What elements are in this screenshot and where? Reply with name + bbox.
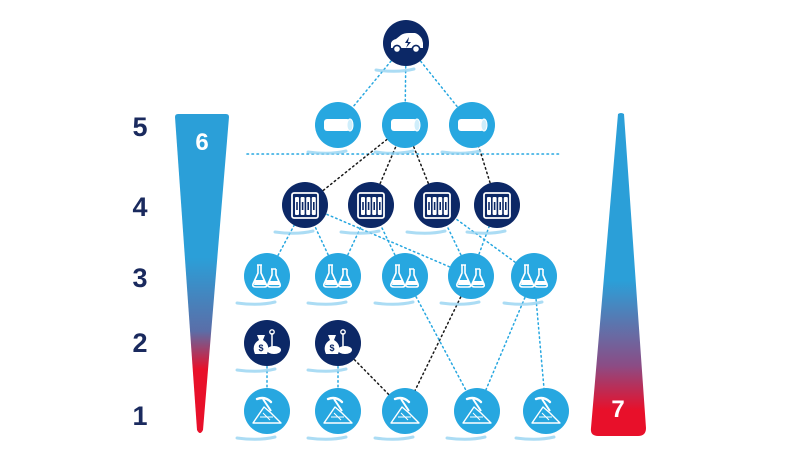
node-circle (414, 182, 460, 228)
chemical-node-2 (306, 253, 361, 306)
chemical-flask-icon (519, 264, 549, 288)
chemical-flask-icon (390, 264, 420, 288)
node-circle (448, 253, 494, 299)
electric-car-icon (391, 33, 423, 54)
mining-pickaxe-icon (531, 396, 561, 424)
mine-node-2 (306, 388, 361, 441)
level-label-4: 4 (132, 192, 148, 222)
battery-module-icon (291, 192, 319, 219)
money-bag-icon: $ (253, 329, 281, 354)
chemical-node-5 (502, 253, 557, 306)
battery-cell-icon (458, 118, 488, 132)
node-shadow (306, 367, 348, 373)
node-shadow (306, 435, 348, 441)
mining-pickaxe-icon (323, 396, 353, 424)
trader-node-2: $ (306, 320, 361, 373)
mining-pickaxe-icon (252, 396, 282, 424)
node-circle (244, 253, 290, 299)
chemical-node-4 (439, 253, 494, 306)
money-bag-icon: $ (324, 329, 352, 354)
left-gradient-bar (175, 114, 229, 433)
chemical-flask-icon (456, 264, 486, 288)
connection-line-21 (476, 275, 535, 412)
connection-line-20 (404, 275, 478, 412)
node-shadow (235, 367, 277, 373)
node-shadow (373, 300, 415, 306)
cell-node-2 (373, 102, 428, 155)
chemical-node-3 (373, 253, 428, 306)
node-shadow (440, 149, 482, 155)
node-shadow (373, 435, 415, 441)
node-circle (282, 182, 328, 228)
battery-module-icon (483, 192, 511, 219)
chemical-node-1 (235, 253, 290, 306)
mining-pickaxe-icon (462, 396, 492, 424)
node-shadow (235, 435, 277, 441)
mine-node-1 (235, 388, 290, 441)
node-shadow (465, 229, 507, 235)
module-node-1 (273, 182, 328, 235)
node-shadow (339, 229, 381, 235)
node-shadow (445, 435, 487, 441)
right-bar-label: 7 (611, 396, 625, 423)
car-node (374, 20, 429, 73)
battery-cell-icon (324, 118, 354, 132)
level-label-3: 3 (132, 263, 148, 293)
node-circle (382, 253, 428, 299)
node-shadow (235, 300, 277, 306)
node-shadow (374, 67, 416, 73)
node-circle (315, 253, 361, 299)
cell-node-3 (440, 102, 495, 155)
node-circle (523, 388, 569, 434)
node-shadow (405, 229, 447, 235)
left-bar-label: 6 (195, 129, 209, 156)
mine-node-4 (445, 388, 500, 441)
cell-node-1 (306, 102, 361, 155)
chemical-flask-icon (252, 264, 282, 288)
node-circle (244, 320, 290, 366)
module-node-2 (339, 182, 394, 235)
node-shadow (273, 229, 315, 235)
level-label-5: 5 (132, 112, 148, 142)
mine-node-5 (514, 388, 569, 441)
battery-module-icon (357, 192, 385, 219)
node-shadow (514, 435, 556, 441)
connection-line-19 (404, 275, 472, 412)
node-shadow (306, 149, 348, 155)
mine-node-3 (373, 388, 428, 441)
node-circle (454, 388, 500, 434)
nodes: $$ (235, 20, 569, 441)
battery-module-icon (423, 192, 451, 219)
node-circle (315, 388, 361, 434)
node-circle (382, 388, 428, 434)
battery-cell-icon (391, 118, 421, 132)
node-circle (315, 320, 361, 366)
svg-text:$: $ (258, 343, 263, 353)
trader-node-1: $ (235, 320, 290, 373)
node-circle (474, 182, 520, 228)
node-circle (348, 182, 394, 228)
node-shadow (306, 300, 348, 306)
chemical-flask-icon (323, 264, 353, 288)
module-node-3 (405, 182, 460, 235)
node-shadow (373, 149, 415, 155)
connection-line-3 (405, 42, 473, 126)
node-circle (511, 253, 557, 299)
node-shadow (439, 300, 481, 306)
level-label-2: 2 (132, 328, 148, 358)
right-gradient-bar (590, 113, 646, 436)
level-label-1: 1 (132, 401, 148, 431)
node-circle (244, 388, 290, 434)
svg-text:$: $ (329, 343, 334, 353)
mining-pickaxe-icon (390, 396, 420, 424)
module-node-4 (465, 182, 520, 235)
node-shadow (502, 300, 544, 306)
